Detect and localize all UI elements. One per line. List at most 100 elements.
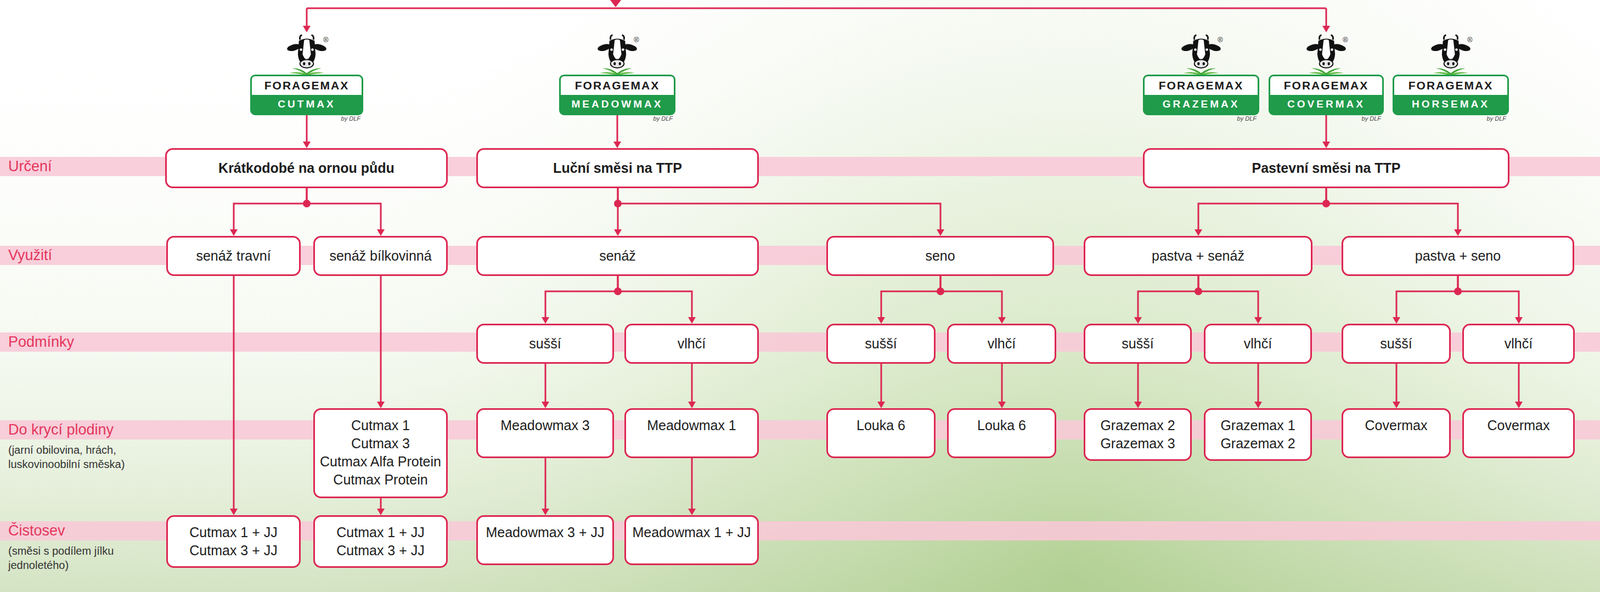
box-text: Covermax	[1487, 416, 1551, 435]
category-box: Meadowmax 3	[476, 408, 614, 459]
cow-icon	[596, 35, 638, 76]
category-box: Covermax	[1341, 408, 1451, 459]
trademark-sign: ®	[1467, 35, 1473, 44]
connector-line	[940, 275, 1002, 318]
category-box: vlhčí	[1462, 323, 1575, 364]
connector	[1134, 363, 1142, 409]
connector	[541, 275, 622, 324]
brand-name: FORAGEMAX	[1394, 76, 1508, 95]
connector	[1514, 363, 1523, 409]
connector-line	[306, 188, 381, 230]
category-box: senáž bílkovinná	[313, 235, 448, 276]
connector-line	[233, 275, 235, 510]
category-box: Luční směsi na TTP	[476, 148, 759, 189]
maker-tag: by DLF	[1361, 115, 1382, 122]
feed-line	[306, 7, 1327, 10]
category-box: Grazemax 1Grazemax 2	[1203, 408, 1312, 461]
arrowhead	[688, 401, 696, 409]
box-text: vlhčí	[987, 334, 1016, 353]
box-text: Covermax	[1365, 416, 1428, 435]
box-text: vlhčí	[1243, 334, 1272, 353]
cow-icon	[1180, 35, 1222, 76]
connector-line	[1325, 115, 1328, 143]
brand-logo: ®FORAGEMAXCOVERMAXby DLF	[1268, 74, 1384, 116]
brand-logo: ®FORAGEMAXHORSEMAXby DLF	[1392, 74, 1509, 116]
category-box: sušší	[476, 323, 614, 364]
connector	[306, 188, 385, 236]
arrowhead	[229, 229, 238, 236]
connector	[1322, 115, 1331, 149]
trademark-sign: ®	[633, 35, 640, 44]
connector	[376, 275, 385, 409]
arrowhead	[688, 508, 696, 516]
connector	[1194, 188, 1331, 236]
box-text: Grazemax 2	[1100, 416, 1175, 435]
maker-tag: by DLF	[653, 115, 673, 122]
box-text: sušší	[528, 334, 561, 353]
cow-icon	[1305, 35, 1347, 76]
category-box: Louka 6	[947, 408, 1057, 459]
brand-name: FORAGEMAX	[1144, 76, 1258, 95]
connector	[877, 363, 886, 409]
feed-line	[306, 8, 308, 27]
connector-line	[691, 458, 694, 510]
maker-tag: by DLF	[1237, 115, 1257, 122]
arrowhead	[613, 229, 622, 236]
arrowhead	[998, 317, 1006, 324]
arrowhead	[1194, 229, 1203, 236]
arrowhead	[613, 141, 622, 149]
connector-line	[1001, 363, 1004, 403]
connector	[541, 363, 550, 409]
box-text: Meadowmax 3 + JJ	[485, 523, 605, 542]
box-text: Grazemax 2	[1220, 434, 1295, 453]
category-box: Cutmax 1 + JJCutmax 3 + JJ	[313, 515, 448, 568]
box-text: Meadowmax 3	[500, 416, 590, 435]
box-text: Grazemax 3	[1100, 434, 1175, 453]
box-text: Cutmax Alfa Protein	[319, 452, 442, 471]
connector-line	[544, 363, 547, 403]
category-box: Cutmax 1Cutmax 3Cutmax Alfa ProteinCutma…	[313, 408, 448, 499]
arrowhead	[1134, 317, 1142, 324]
connector	[1392, 275, 1462, 324]
product-line: CUTMAX	[251, 94, 362, 114]
arrowhead	[376, 401, 385, 409]
category-box: Covermax	[1462, 408, 1575, 459]
product-line: HORSEMAX	[1394, 94, 1508, 114]
box-text: seno	[925, 246, 955, 266]
box-text: senáž bílkovinná	[329, 246, 432, 266]
arrowhead	[302, 141, 311, 149]
cow-icon	[1430, 35, 1472, 76]
connector-line	[380, 498, 382, 510]
connector-line	[617, 188, 941, 230]
box-text: Pastevní směsi na TTP	[1252, 159, 1401, 178]
box-text: senáž travní	[195, 246, 271, 266]
connector-line	[1137, 275, 1199, 318]
connector-line	[545, 275, 618, 318]
category-box: pastva + seno	[1341, 235, 1575, 276]
connector	[940, 275, 1006, 324]
box-text: vlhčí	[677, 334, 706, 353]
arrowhead	[541, 317, 550, 324]
connector	[1254, 363, 1263, 409]
connector	[1392, 363, 1401, 409]
connector	[1134, 275, 1203, 324]
feed-arrowhead	[302, 25, 311, 33]
arrowhead	[1392, 317, 1401, 324]
product-line: COVERMAX	[1270, 94, 1383, 114]
connector	[617, 275, 696, 324]
category-box: sušší	[1083, 323, 1192, 364]
box-text: senáž	[599, 246, 636, 266]
connector-line	[1326, 188, 1458, 230]
arrowhead	[998, 401, 1006, 409]
box-text: Grazemax 1	[1220, 416, 1295, 435]
arrowhead	[877, 401, 886, 409]
box-text: Krátkodobé na ornou půdu	[218, 159, 395, 178]
category-box: Grazemax 2Grazemax 3	[1083, 408, 1192, 461]
category-box: senáž travní	[166, 235, 301, 276]
box-text: Cutmax Protein	[333, 470, 428, 489]
box-text: Cutmax 1 + JJ	[336, 523, 425, 542]
connector	[877, 275, 945, 324]
connector-line	[1457, 275, 1519, 318]
brand-logo: ®FORAGEMAXMEADOWMAXby DLF	[559, 74, 676, 116]
